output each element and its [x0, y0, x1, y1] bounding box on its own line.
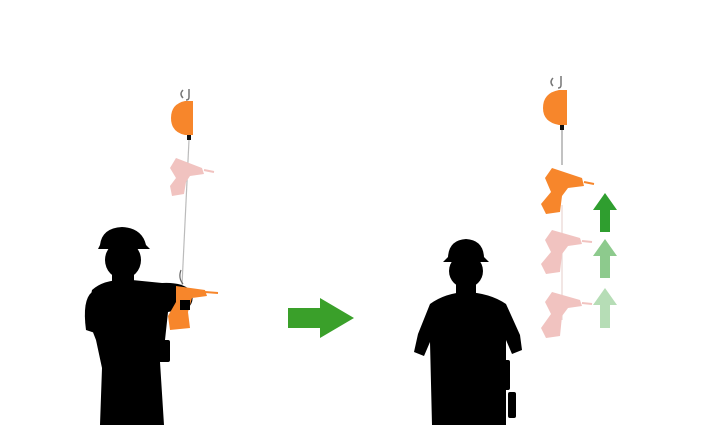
- up-arrow-top: [593, 193, 617, 232]
- drill-hook: [179, 269, 184, 285]
- worker-silhouette: [84, 227, 193, 425]
- ghost-drill-lower: [541, 292, 593, 338]
- balancer-hook: [550, 76, 562, 89]
- ghost-drill-middle: [541, 230, 593, 274]
- up-arrow-bottom: [593, 288, 617, 328]
- ghost-drill: [170, 158, 215, 196]
- balancer-cable-clamp: [560, 125, 564, 130]
- worker-silhouette: [414, 239, 522, 425]
- drill-in-hand: [168, 286, 219, 330]
- spring-balancer: [171, 101, 193, 135]
- spring-balancer: [543, 90, 567, 125]
- balancer-hook: [180, 89, 190, 101]
- up-arrow-middle: [593, 239, 617, 278]
- before-scene: [84, 89, 219, 425]
- transition-arrow: [288, 298, 354, 338]
- after-scene: [414, 76, 617, 425]
- balancer-cable-clamp: [187, 135, 191, 140]
- retracted-drill: [541, 168, 595, 214]
